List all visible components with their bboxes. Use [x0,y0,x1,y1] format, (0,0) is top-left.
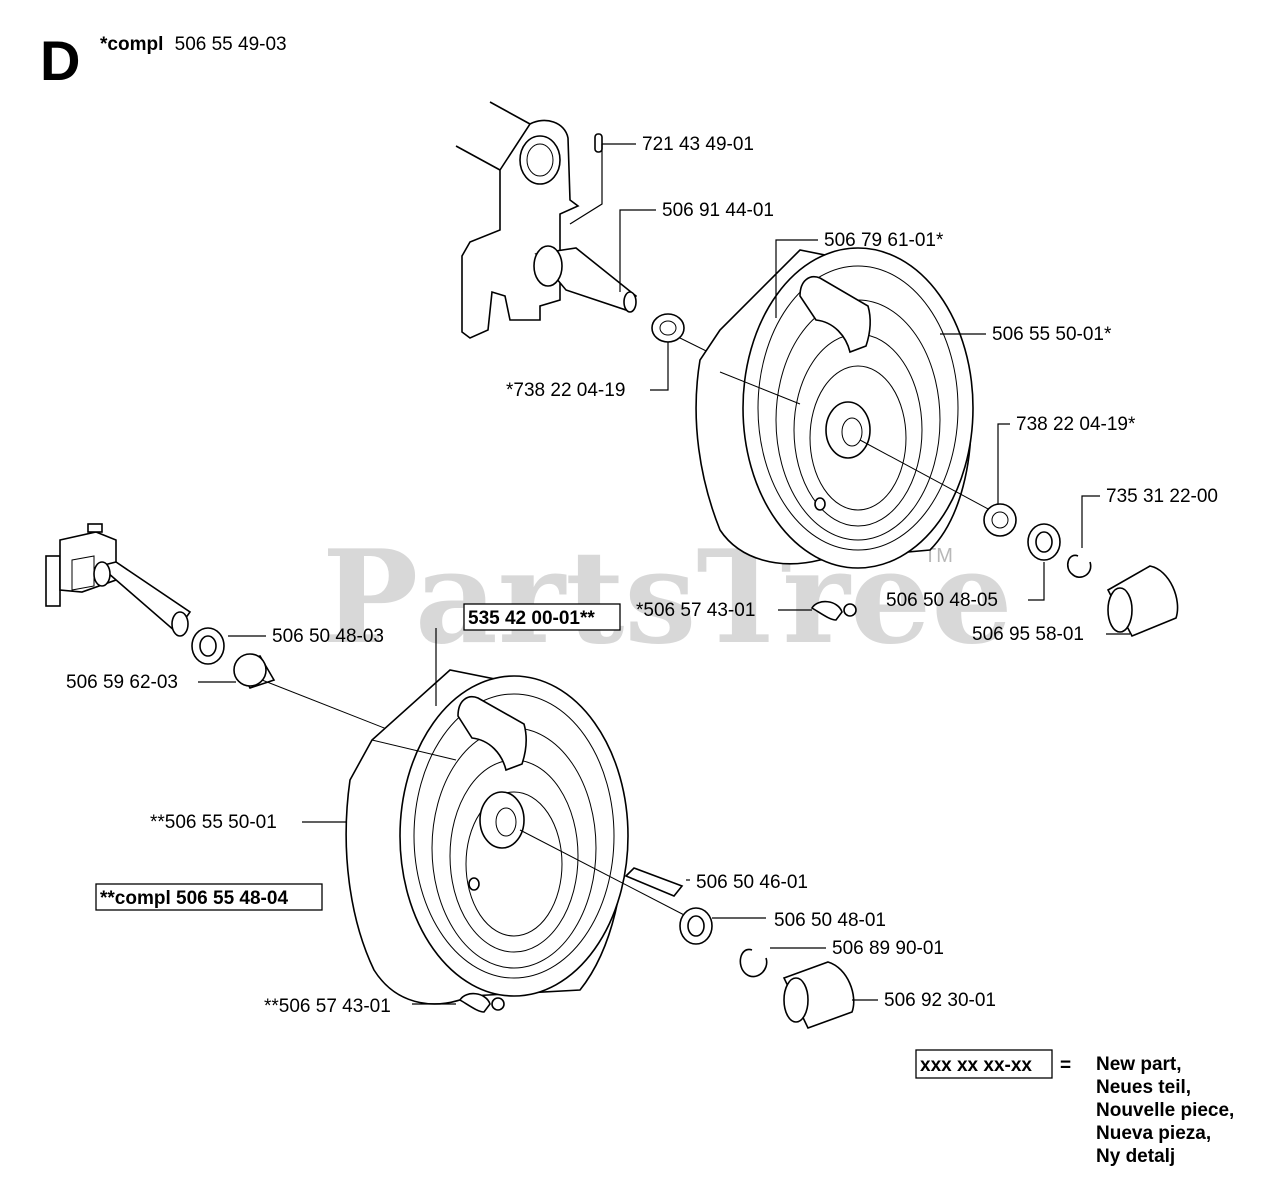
label-506-50-48-01: 506 50 48-01 [774,910,886,931]
label-506-79-61-01: 506 79 61-01* [824,230,944,251]
upper-axle-bracket [455,101,603,339]
part-labels: 721 43 49-01 506 91 44-01 506 79 61-01* … [66,134,1218,1017]
upper-hub-cap [1106,565,1179,638]
label-506-55-50-01-upper: 506 55 50-01* [992,324,1112,345]
assembly-number-value: 506 55 49-03 [175,34,287,55]
label-506-95-58-01: 506 95 58-01 [972,624,1084,645]
legend: xxx xx xx-xx = New part, Neues teil, Nou… [915,1049,1234,1167]
upper-spring-clip [810,600,857,621]
label-506-55-50-01-lower: **506 55 50-01 [150,812,277,833]
new-part-box-535-42-00-01 [463,603,621,631]
label-506-57-43-01-lower: **506 57 43-01 [264,996,391,1017]
label-721-43-49-01: 721 43 49-01 [642,134,754,155]
label-506-50-48-03: 506 50 48-03 [272,626,384,647]
lower-wheel [345,669,629,1005]
label-506-50-48-05: 506 50 48-05 [886,590,998,611]
label-506-57-43-01-upper: *506 57 43-01 [636,600,755,621]
lower-spring-clip [458,992,505,1013]
legend-pattern: xxx xx xx-xx [920,1055,1032,1076]
upper-retaining-ring [1066,554,1092,578]
lower-axle-shaft [93,561,192,637]
legend-equals: = [1060,1055,1071,1076]
label-compl-506-55-48-04: **compl 506 55 48-04 [100,888,288,909]
legend-line-5: Ny detalj [1096,1146,1175,1167]
label-506-59-62-03: 506 59 62-03 [66,672,178,693]
label-738-22-04-19-left: *738 22 04-19 [506,380,625,401]
assembly-number: *compl 506 55 49-03 [100,34,287,55]
lower-hub-cap [782,961,855,1029]
lower-retaining-ring [739,948,768,978]
lower-right-washer [679,907,713,945]
legend-line-4: Nueva pieza, [1096,1123,1211,1144]
label-738-22-04-19-right: 738 22 04-19* [1016,414,1136,435]
assembly-prefix: *compl [100,34,163,55]
label-506-89-90-01: 506 89 90-01 [832,938,944,959]
label-506-91-44-01: 506 91 44-01 [662,200,774,221]
legend-line-3: Nouvelle piece, [1096,1100,1234,1121]
label-735-31-22-00: 735 31 22-00 [1106,486,1218,507]
label-535-42-00-01: 535 42 00-01** [468,608,595,629]
legend-pattern-box [915,1049,1053,1079]
upper-bushing [651,313,685,343]
lower-washer [191,627,225,665]
lower-bushing [233,653,276,689]
label-506-92-30-01: 506 92 30-01 [884,990,996,1011]
section-letter: D [40,29,80,92]
label-506-50-46-01: 506 50 46-01 [696,872,808,893]
lower-key [624,867,684,897]
watermark-tm: TM [924,545,953,567]
upper-right-bushing [983,503,1017,537]
legend-line-1: New part, [1096,1054,1182,1075]
upper-wheel [695,247,974,569]
upper-axle-shaft [533,245,638,313]
new-part-box-compl-506-55-48-04 [95,883,323,911]
leader-lines [198,143,1130,1005]
legend-line-2: Neues teil, [1096,1077,1191,1098]
upper-washer [1027,523,1061,561]
